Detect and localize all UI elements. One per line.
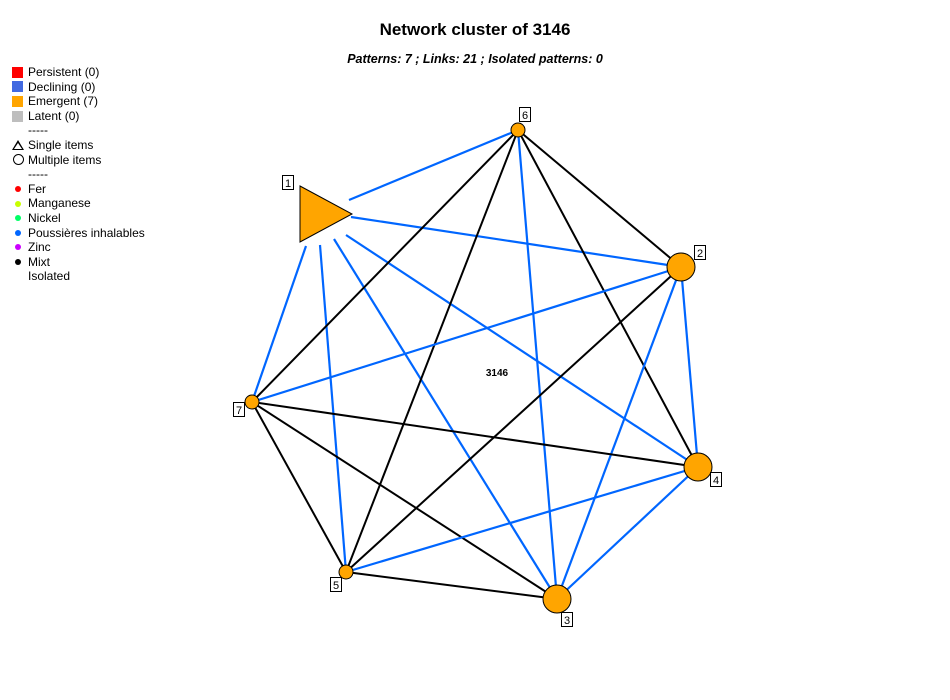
node-label: 6: [522, 110, 528, 122]
node-circle-icon: [244, 394, 260, 410]
declining-swatch-icon: [12, 81, 23, 93]
node-label: 4: [713, 475, 719, 487]
node-5[interactable]: 5: [330, 564, 354, 592]
node-label-box: [233, 402, 245, 417]
node-label: 5: [333, 580, 339, 592]
node-label: 1: [285, 178, 291, 190]
link-2-3: [555, 266, 683, 600]
link-6-7: [251, 129, 519, 403]
legend-label: Manganese: [28, 196, 91, 211]
emergent-swatch-icon: [12, 95, 23, 107]
legend-item-zinc: Zinc: [12, 240, 145, 255]
legend-label: Single items: [28, 137, 94, 152]
legend-label: Nickel: [28, 210, 61, 225]
legend-label: Multiple items: [28, 152, 102, 167]
link-1-5: [318, 244, 348, 573]
legend-item-fer: Fer: [12, 182, 145, 197]
legend-item-multiple-items: Multiple items: [12, 153, 145, 168]
link-1-7: [250, 245, 308, 403]
node-3[interactable]: 3: [542, 584, 573, 627]
nickel-dot-icon: [15, 215, 21, 222]
node-triangle-icon: [299, 185, 354, 243]
legend: Persistent (0) Declining (0) Emergent (7…: [12, 65, 145, 284]
legend-item-emergent: Emergent (7): [12, 94, 145, 109]
node-label: 3: [564, 615, 570, 627]
persistent-swatch-icon: [12, 66, 23, 78]
triangle-icon: [12, 140, 24, 151]
node-circle-icon: [683, 452, 713, 482]
legend-separator: -----: [12, 123, 145, 138]
legend-item-poussieres: Poussières inhalables: [12, 226, 145, 241]
node-4[interactable]: 4: [683, 452, 722, 487]
cluster-center-label: 3146: [486, 368, 509, 379]
link-6-3: [516, 129, 559, 600]
legend-item-isolated: Isolated: [12, 269, 145, 284]
poussieres-dot-icon: [15, 229, 21, 236]
node-circle-icon: [666, 252, 696, 282]
link-2-4: [679, 266, 700, 468]
link-4-3: [556, 466, 699, 600]
node-6[interactable]: 6: [510, 107, 531, 138]
chart-title: Network cluster of 3146: [379, 20, 571, 39]
separator-text: -----: [28, 123, 48, 138]
legend-label: Poussières inhalables: [28, 225, 145, 240]
legend-label: Fer: [28, 181, 46, 196]
chart-subtitle: Patterns: 7 ; Links: 21 ; Isolated patte…: [347, 52, 603, 66]
circle-icon: [13, 154, 24, 166]
legend-item-single-items: Single items: [12, 138, 145, 153]
node-label-box: [519, 107, 531, 122]
legend-label: Emergent (7): [28, 94, 99, 109]
legend-item-persistent: Persistent (0): [12, 65, 145, 80]
link-7-5: [251, 401, 347, 573]
mixt-dot-icon: [15, 259, 21, 266]
node-1[interactable]: 1: [282, 175, 354, 243]
node-2[interactable]: 2: [666, 245, 706, 282]
separator-text: -----: [28, 167, 48, 182]
link-5-4: [345, 465, 699, 574]
node-label: 7: [236, 405, 242, 417]
link-1-3: [333, 238, 558, 600]
link-7-3: [251, 401, 558, 600]
link-6-5: [345, 129, 519, 573]
link-1-6: [348, 128, 519, 202]
legend-label: Persistent (0): [28, 65, 100, 79]
manganese-dot-icon: [15, 200, 21, 207]
legend-item-manganese: Manganese: [12, 196, 145, 211]
legend-label: Zinc: [28, 240, 51, 255]
legend-label: Isolated: [28, 269, 71, 284]
fer-dot-icon: [15, 186, 21, 193]
link-1-2: [350, 215, 682, 269]
link-2-7: [251, 265, 682, 404]
node-7[interactable]: 7: [233, 394, 260, 417]
latent-swatch-icon: [12, 110, 23, 122]
link-7-4: [251, 401, 699, 468]
node-label-box: [330, 577, 342, 592]
legend-separator: -----: [12, 167, 145, 182]
legend-label: Mixt: [28, 254, 50, 269]
link-1-4: [345, 234, 699, 468]
zinc-dot-icon: [15, 244, 21, 251]
legend-item-mixt: Mixt: [12, 255, 145, 270]
node-circle-icon: [338, 564, 354, 580]
links: [250, 128, 700, 600]
node-label-box: [710, 472, 722, 487]
node-label-box: [694, 245, 706, 260]
link-6-4: [517, 129, 699, 468]
node-label-box: [561, 612, 573, 627]
legend-item-nickel: Nickel: [12, 211, 145, 226]
node-label-box: [282, 175, 294, 190]
legend-item-latent: Latent (0): [12, 109, 145, 124]
link-5-3: [345, 571, 558, 600]
link-2-5: [345, 266, 682, 573]
node-label: 2: [697, 248, 703, 260]
legend-label: Declining (0): [28, 79, 96, 94]
legend-item-declining: Declining (0): [12, 80, 145, 95]
node-circle-icon: [542, 584, 572, 614]
link-6-2: [517, 129, 682, 268]
legend-label: Latent (0): [28, 108, 80, 123]
node-circle-icon: [510, 122, 526, 138]
